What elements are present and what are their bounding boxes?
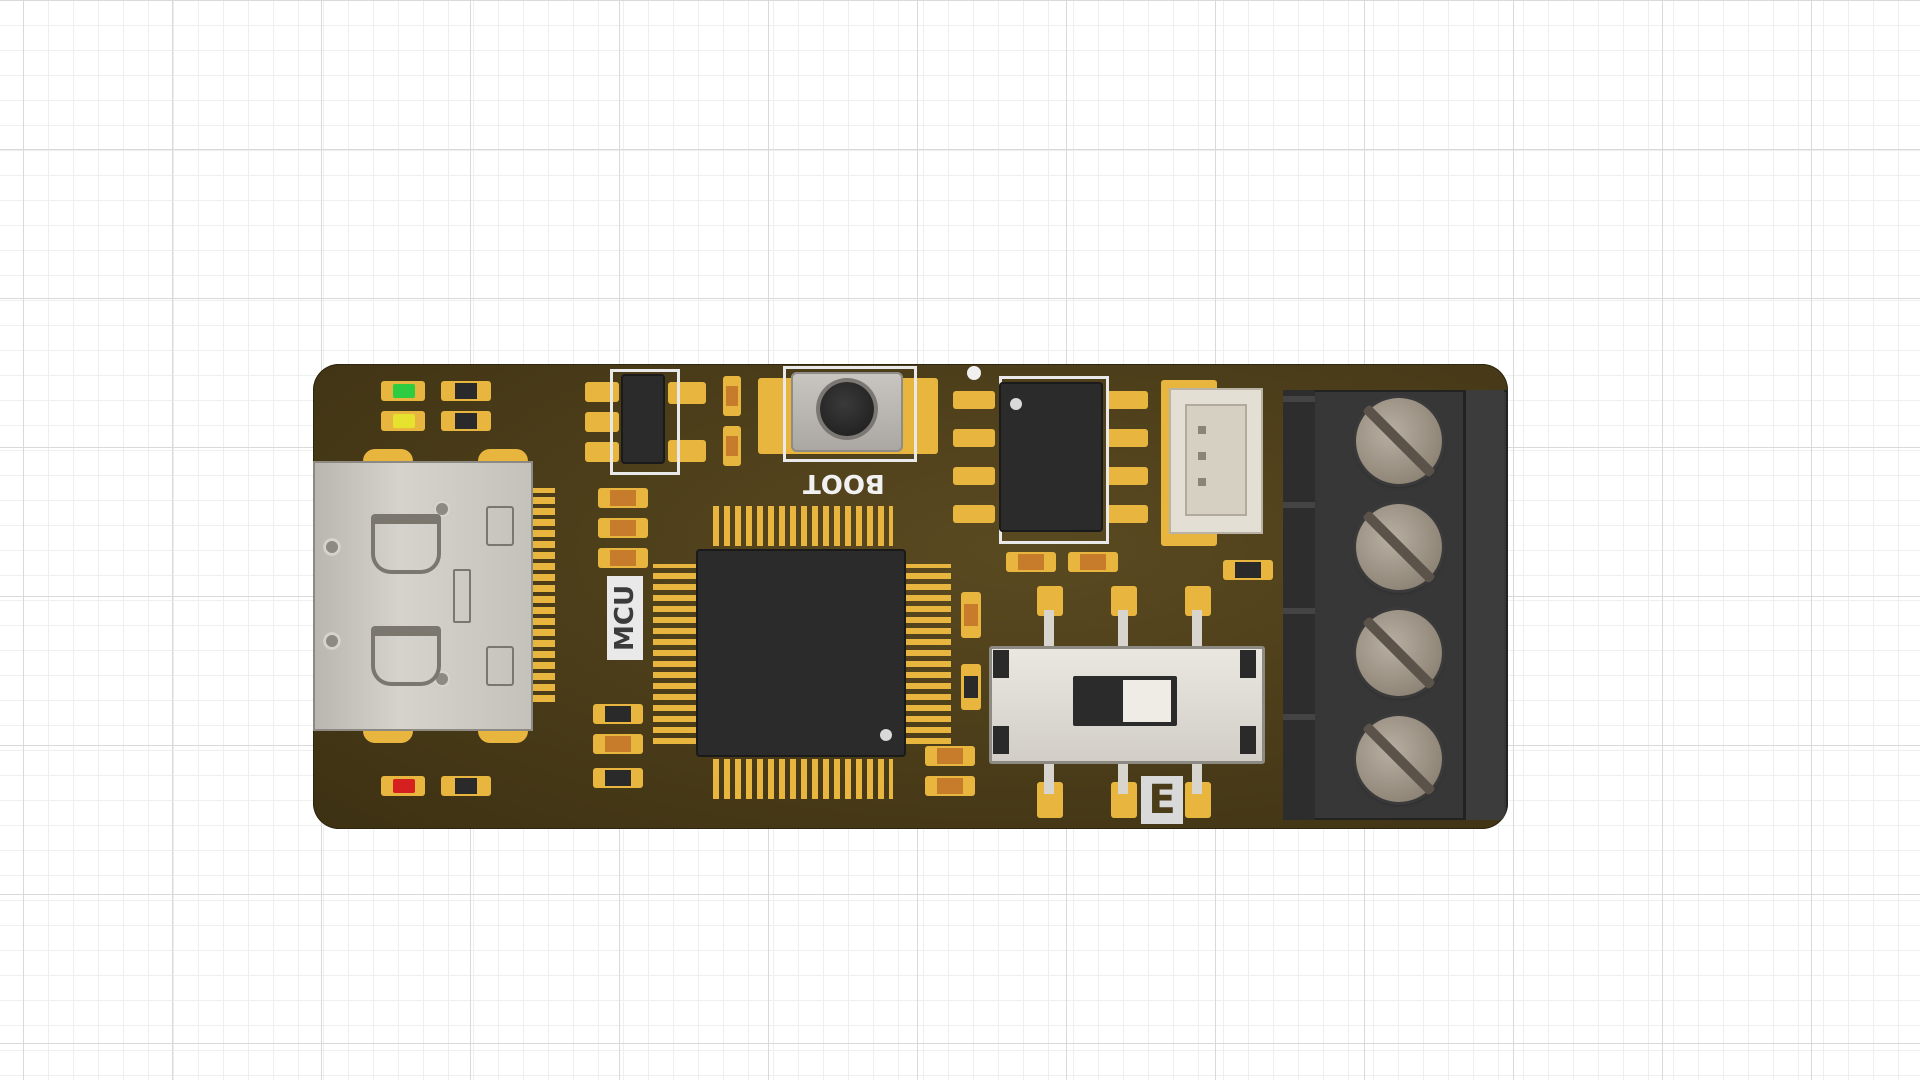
mcu-pins-top [713, 506, 893, 546]
r-5 [605, 736, 631, 752]
usb-slot [453, 569, 471, 623]
led-red [393, 779, 415, 793]
led-yellow [393, 414, 415, 428]
jst-pin-3 [1198, 478, 1206, 486]
soic-pad-l1 [953, 391, 995, 409]
usb-shell-hole-3 [433, 500, 451, 518]
soic-pad-l3 [953, 467, 995, 485]
r-4 [605, 706, 631, 722]
e-label: E [1141, 776, 1183, 824]
slide-switch-body [989, 646, 1265, 764]
switch-pin-t2 [1118, 610, 1128, 646]
switch-pin-b1 [1044, 758, 1054, 794]
switch-pin-b2 [1118, 758, 1128, 794]
jst-pin-2 [1198, 452, 1206, 460]
usb-latch-2 [371, 626, 441, 686]
switch-pin-b3 [1192, 758, 1202, 794]
jst-pin-1 [1198, 426, 1206, 434]
cap-d [964, 676, 978, 698]
r-2 [610, 520, 636, 536]
usb-tab-2 [486, 646, 514, 686]
mcu-pins-left [653, 564, 701, 744]
via-dot [967, 366, 981, 380]
soic-pad-r1 [1106, 391, 1148, 409]
screw-4[interactable] [1356, 716, 1442, 802]
boot-label: BOOT [803, 468, 885, 498]
soic-pin1-dot [1010, 398, 1022, 410]
slide-switch-corner-3 [993, 726, 1009, 754]
mcu-pin1-dot [880, 729, 892, 741]
sot23-chip [621, 374, 665, 464]
resistor-3 [455, 778, 477, 794]
r-8 [937, 778, 963, 794]
soic-pad-r3 [1106, 467, 1148, 485]
resistor-1 [455, 383, 477, 399]
usb-shell-hole-1 [323, 538, 341, 556]
screw-terminal-right-rail [1463, 390, 1504, 820]
soic-pad-l2 [953, 429, 995, 447]
screw-3[interactable] [1356, 610, 1442, 696]
r-11 [1235, 562, 1261, 578]
cap-b [726, 436, 738, 456]
r-1 [610, 490, 636, 506]
sot23-outline [610, 369, 680, 475]
r-6 [605, 770, 631, 786]
mcu-pins-bottom [713, 759, 893, 799]
r-10 [1080, 554, 1106, 570]
r-3 [610, 550, 636, 566]
screw-terminal-rail [1283, 390, 1315, 820]
resistor-2 [455, 413, 477, 429]
mcu-label: MCU [607, 576, 643, 660]
slide-switch-corner-4 [1240, 726, 1256, 754]
boot-button-knob[interactable] [820, 382, 874, 436]
usb-shell-hole-2 [323, 632, 341, 650]
mcu-chip [696, 549, 906, 757]
r-7 [937, 748, 963, 764]
jst-inner [1185, 404, 1247, 516]
boot-button-outline [783, 366, 917, 462]
soic-pad-l4 [953, 505, 995, 523]
soic-pad-r2 [1106, 429, 1148, 447]
screw-2[interactable] [1356, 504, 1442, 590]
r-9 [1018, 554, 1044, 570]
usb-tab-1 [486, 506, 514, 546]
cap-c [964, 604, 978, 626]
slide-switch-corner-1 [993, 650, 1009, 678]
switch-pin-t1 [1044, 610, 1054, 646]
soic-pad-r4 [1106, 505, 1148, 523]
slide-switch-knob[interactable] [1123, 680, 1171, 722]
pcb-board[interactable]: BOOT MCU [313, 364, 1508, 829]
usb-latch-1 [371, 514, 441, 574]
switch-pin-t3 [1192, 610, 1202, 646]
led-green [393, 384, 415, 398]
cap-a [726, 386, 738, 406]
slide-switch-corner-2 [1240, 650, 1256, 678]
usb-c-connector [313, 461, 533, 731]
screw-1[interactable] [1356, 398, 1442, 484]
mcu-pins-right [903, 564, 951, 744]
